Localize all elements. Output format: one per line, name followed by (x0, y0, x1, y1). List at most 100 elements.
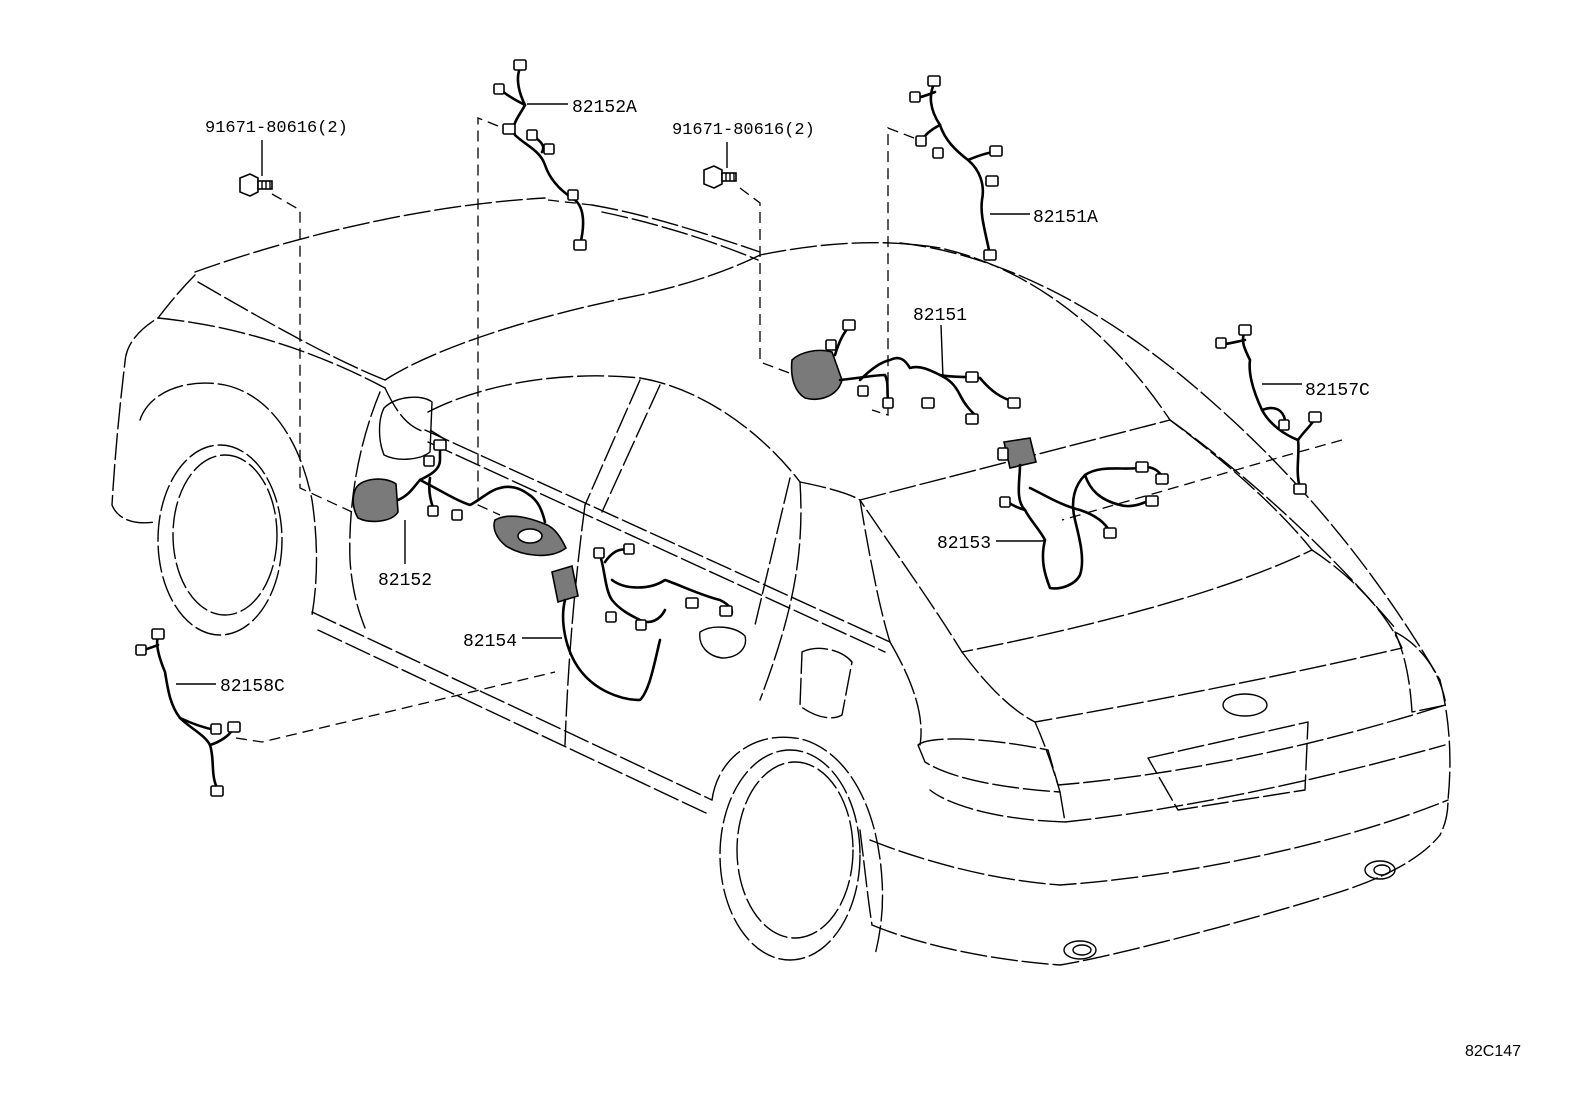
connector (909, 91, 921, 103)
connector (1135, 461, 1149, 473)
connector (433, 439, 447, 451)
connector (210, 723, 222, 735)
side-rocker-line (317, 629, 709, 815)
speaker-connector (551, 564, 579, 604)
leader-line-82151 (940, 324, 944, 379)
leader-82157C (1061, 439, 1343, 521)
connector (983, 249, 997, 261)
front-wheel-arch (139, 382, 318, 616)
side-mirror-stalk (429, 429, 447, 441)
callout-82152: 82152 (378, 571, 432, 591)
callout-82157C: 82157C (1305, 381, 1370, 401)
connector (825, 339, 837, 351)
connector (573, 239, 587, 251)
side-mirror (378, 396, 433, 460)
leader-82151A (871, 127, 915, 416)
connector (593, 547, 605, 559)
emblem (1222, 693, 1268, 717)
far-side-inner-line (1169, 419, 1396, 629)
window-sill-lower (427, 441, 886, 653)
wire (1017, 463, 1164, 590)
rear-bumper-top (869, 799, 1449, 886)
diagram-reference-code: 82C147 (1465, 1043, 1521, 1060)
taillight-right (1394, 631, 1447, 713)
harness-82153 (997, 437, 1169, 590)
harness-82158C (135, 628, 241, 797)
roof-rail-near-inner (601, 211, 759, 261)
exhaust-left-inner (1072, 944, 1092, 956)
bolt-thread (261, 181, 271, 189)
harness-82152A (493, 59, 587, 251)
connector (999, 496, 1011, 508)
rear-wheel-tire (719, 749, 861, 961)
wire (396, 444, 442, 502)
mirror-motor (352, 478, 399, 523)
bolt-left-icon (239, 173, 273, 197)
leader-bolt-left (271, 193, 353, 513)
wire (858, 356, 977, 417)
roof-far-edge (759, 241, 1171, 421)
connector (985, 175, 999, 187)
connector (605, 611, 617, 623)
greenhouse-near-edge (384, 254, 761, 381)
rear-door-handle (699, 626, 747, 659)
rear-bumper-bottom (871, 834, 1441, 966)
connector (210, 785, 224, 797)
connector (965, 413, 979, 425)
connector (719, 605, 733, 617)
connector (1308, 411, 1322, 423)
harness-82154 (551, 543, 734, 702)
harness-82151A (909, 75, 1003, 261)
front-wheel-tire (157, 444, 283, 636)
belt-line-front (384, 387, 426, 433)
leader-82152A (477, 117, 501, 516)
connector (423, 455, 435, 467)
rear-wheel-rim (736, 761, 854, 939)
fuel-door (799, 647, 853, 719)
connector (882, 397, 894, 409)
wire-branch (1260, 406, 1287, 422)
harness-82152 (352, 439, 568, 557)
connector (526, 129, 538, 141)
roof-module (790, 349, 843, 400)
connector (493, 83, 505, 95)
connector (932, 147, 944, 159)
rear-quarter (889, 641, 922, 746)
front-fender-top (157, 317, 386, 389)
leader-82158C (235, 671, 556, 743)
rear-window (859, 419, 1313, 653)
connector (989, 145, 1003, 157)
b-pillar-rear (601, 384, 661, 513)
leader-line-82153 (996, 539, 1046, 542)
hood-rear-edge (197, 281, 386, 381)
wire (838, 373, 892, 407)
connector (915, 135, 927, 147)
wire (1028, 486, 1112, 534)
connector (543, 143, 555, 155)
connector (965, 371, 979, 383)
connector (1103, 527, 1117, 539)
connector (451, 509, 463, 521)
connector (997, 447, 1009, 461)
c-pillar (799, 481, 891, 643)
bolt-head (239, 173, 259, 197)
connector (1007, 397, 1021, 409)
connector (921, 397, 935, 409)
connector (567, 189, 579, 201)
connector (227, 721, 241, 733)
connector (513, 59, 527, 71)
callout-82152A: 82152A (572, 98, 637, 118)
leader-bolt-center (739, 187, 793, 375)
connector (1293, 483, 1307, 495)
bolt-shank (257, 180, 273, 190)
connector (635, 619, 647, 631)
connector (842, 319, 856, 331)
rear-door-window-edge (754, 477, 791, 626)
roof-left-edge (194, 197, 546, 273)
taillight-left-lower (929, 789, 1066, 823)
far-side-outer-line (899, 242, 1441, 681)
wire (598, 553, 667, 624)
door-lock-detail (517, 528, 543, 544)
callout-leaders (176, 103, 1302, 685)
